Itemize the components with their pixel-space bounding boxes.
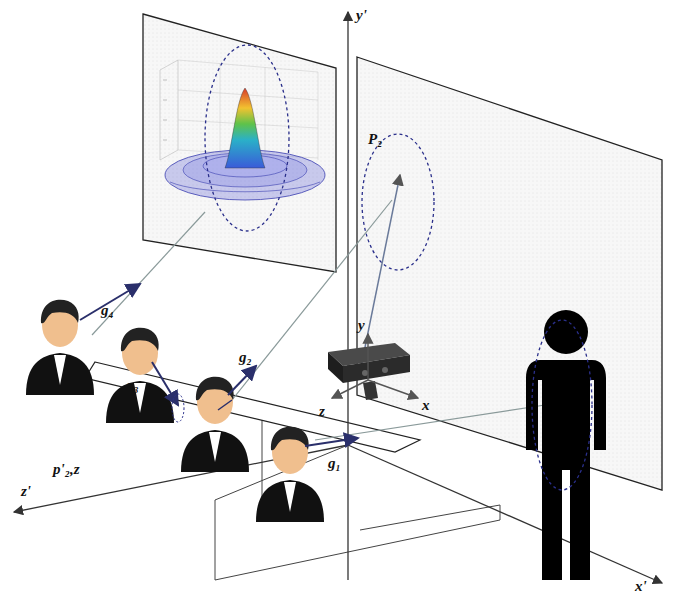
axis-label: z: [318, 404, 326, 419]
point-label: P₂: [367, 132, 383, 147]
gaze-label: g₄: [100, 303, 115, 318]
gaze-label: g₂: [238, 350, 253, 365]
axis-label: y: [357, 318, 366, 333]
gaze-label: g₃: [125, 378, 140, 393]
axis-label: x': [634, 579, 648, 594]
axis-label: y': [355, 8, 368, 23]
gaze-label: g₁: [327, 456, 342, 471]
axis-label: z': [20, 484, 32, 499]
coordinate-label: p'₂,z: [52, 462, 80, 477]
axis-label: x: [421, 398, 431, 413]
